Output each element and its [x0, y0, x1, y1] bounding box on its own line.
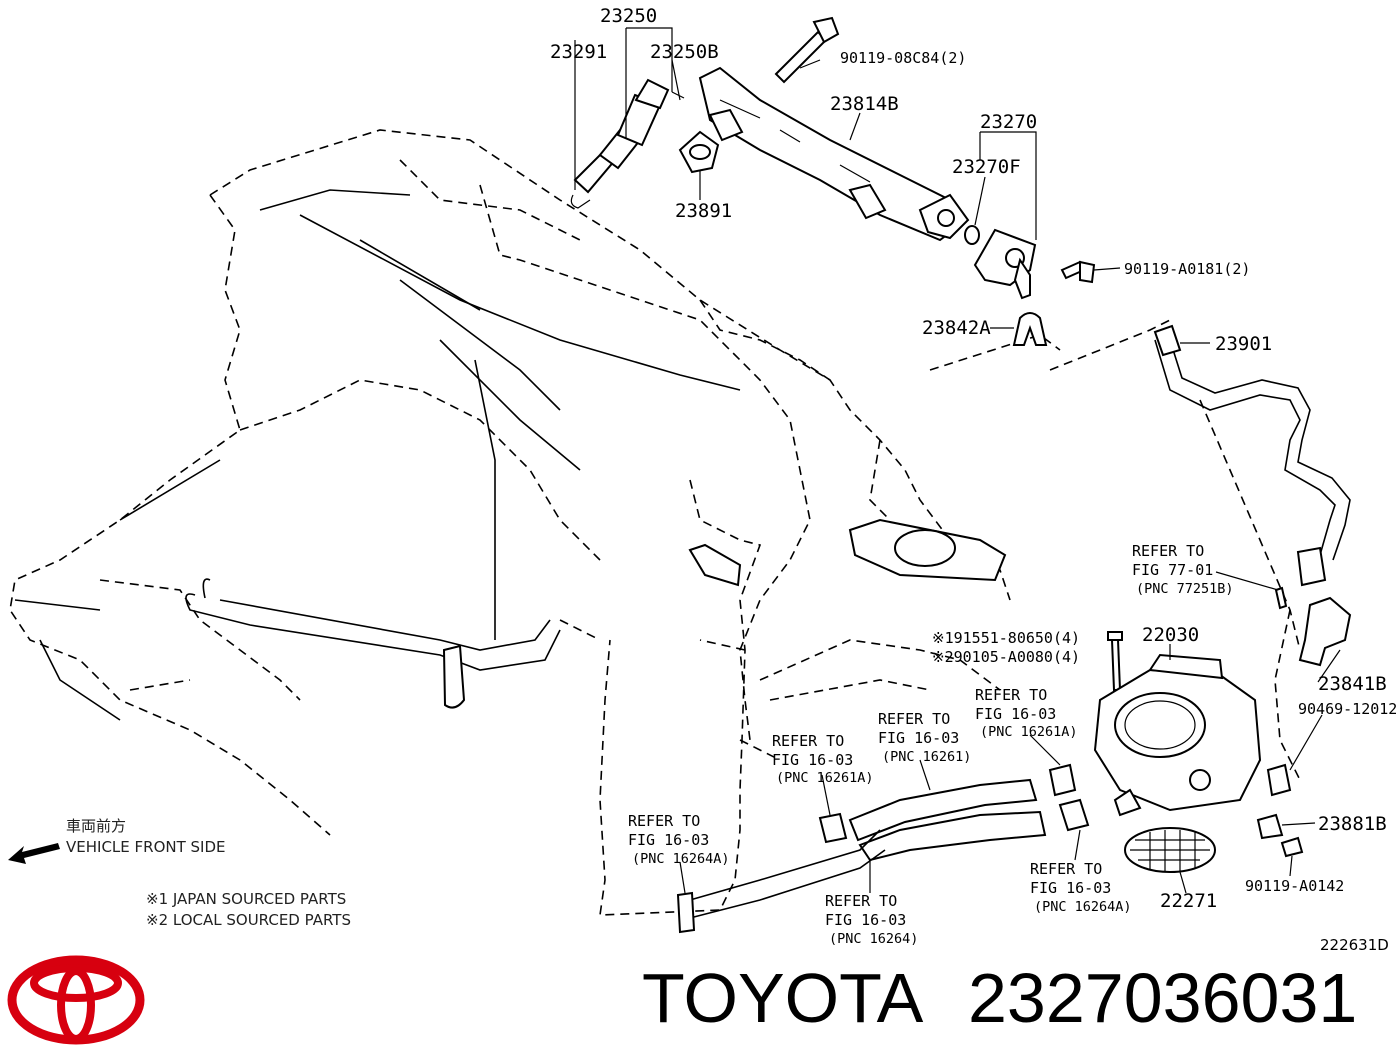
label-90119-a0142: 90119-A0142	[1245, 877, 1344, 895]
pressure-regulator-23270	[973, 228, 1037, 300]
label-90469-12012: 90469-12012	[1298, 700, 1397, 718]
refer-16261-pnc: (PNC 16261)	[882, 749, 971, 765]
refer-77-01-line1: REFER TO	[1132, 542, 1204, 560]
coolant-hoses	[818, 763, 1090, 862]
refer-16264a-left-pnc: (PNC 16264A)	[632, 851, 730, 867]
label-23250b: 23250B	[650, 41, 719, 63]
label-23270f: 23270F	[952, 156, 1021, 178]
refer-16261-line1: REFER TO	[878, 710, 950, 728]
bolt-90119-08c84	[774, 16, 840, 84]
direction-label-jp: 車両前方	[66, 817, 126, 835]
engine-block-lines	[14, 189, 741, 721]
note-local-sourced: ※2 LOCAL SOURCED PARTS	[146, 911, 351, 929]
bolt-191551-80650	[1107, 631, 1123, 691]
clip-90469-12012	[1266, 763, 1292, 797]
label-23250: 23250	[600, 5, 657, 27]
legend: 車両前方 VEHICLE FRONT SIDE ※1 JAPAN SOURCED…	[8, 817, 351, 929]
label-23881b: 23881B	[1318, 813, 1387, 835]
throttle-body-22030	[1093, 653, 1262, 817]
refer-16264a-right-line1: REFER TO	[1030, 860, 1102, 878]
label-90119-a0181: 90119-A0181(2)	[1124, 260, 1250, 278]
label-290105-a0080: ※290105-A0080(4)	[932, 648, 1080, 666]
refer-16261a-top-line2: FIG 16-03	[975, 705, 1056, 723]
direction-label-en: VEHICLE FRONT SIDE	[66, 838, 226, 856]
refer-16264-line1: REFER TO	[825, 892, 897, 910]
refer-16264-line2: FIG 16-03	[825, 911, 906, 929]
figure-code: 222631D	[1320, 936, 1389, 954]
refer-16261-line2: FIG 16-03	[878, 729, 959, 747]
refer-77-01-line2: FIG 77-01	[1132, 561, 1213, 579]
brand-name: TOYOTA	[642, 959, 924, 1037]
leader-lines	[574, 27, 1341, 894]
refer-77-01-pnc: (PNC 77251B)	[1136, 581, 1234, 597]
refer-16264a-left-line2: FIG 16-03	[628, 831, 709, 849]
bolt-90119-a0181	[1060, 260, 1096, 284]
label-23270: 23270	[980, 111, 1037, 133]
note-japan-sourced: ※1 JAPAN SOURCED PARTS	[146, 890, 346, 908]
refer-16264a-right-line2: FIG 16-03	[1030, 879, 1111, 897]
fuel-injector-23250	[570, 78, 685, 209]
refer-16261a-top-line1: REFER TO	[975, 686, 1047, 704]
label-23901: 23901	[1215, 333, 1272, 355]
intake-gasket	[848, 518, 1007, 582]
label-23291: 23291	[550, 41, 607, 63]
clip-23881b	[1256, 813, 1284, 840]
refer-fig-77-01-part	[1274, 586, 1288, 610]
coolant-pipe-bottom	[676, 829, 886, 934]
grommet-23891	[678, 130, 720, 174]
gasket-22271	[1124, 827, 1216, 873]
label-191551-80650: ※191551-80650(4)	[932, 629, 1080, 647]
label-22271: 22271	[1160, 890, 1217, 912]
label-23814b: 23814B	[830, 93, 899, 115]
o-ring-23270f	[964, 225, 980, 245]
fuel-hose-23901	[1153, 324, 1351, 587]
toyota-logo-icon	[7, 955, 145, 1045]
refer-16264a-left-line1: REFER TO	[628, 812, 700, 830]
label-23841b: 23841B	[1318, 673, 1387, 695]
refer-to-labels: REFER TO FIG 77-01 (PNC 77251B) REFER TO…	[628, 542, 1234, 947]
refer-16264a-right-pnc: (PNC 16264A)	[1034, 899, 1132, 915]
bracket-23841b	[1298, 596, 1352, 667]
refer-16261a-left-line2: FIG 16-03	[772, 751, 853, 769]
fuel-delivery-pipe-23814b	[698, 66, 970, 242]
part-labels: 23250 23291 23250B 90119-08C84(2) 23814B…	[550, 5, 1397, 912]
vehicle-front-arrow-icon	[8, 843, 60, 864]
part-number-title: 2327036031	[968, 959, 1357, 1037]
refer-16261a-top-pnc: (PNC 16261A)	[980, 724, 1078, 740]
refer-16261a-left-pnc: (PNC 16261A)	[776, 770, 874, 786]
label-22030: 22030	[1142, 624, 1199, 646]
refer-16264-pnc: (PNC 16264)	[829, 931, 918, 947]
label-23842a: 23842A	[922, 317, 991, 339]
clip-23842a	[1012, 312, 1048, 346]
label-90119-08c84: 90119-08C84(2)	[840, 49, 966, 67]
engine-outline	[9, 129, 1301, 916]
coolant-pipe-left	[185, 543, 742, 709]
refer-16261a-left-line1: REFER TO	[772, 732, 844, 750]
label-23891: 23891	[675, 200, 732, 222]
bolt-90119-a0142	[1280, 836, 1304, 858]
